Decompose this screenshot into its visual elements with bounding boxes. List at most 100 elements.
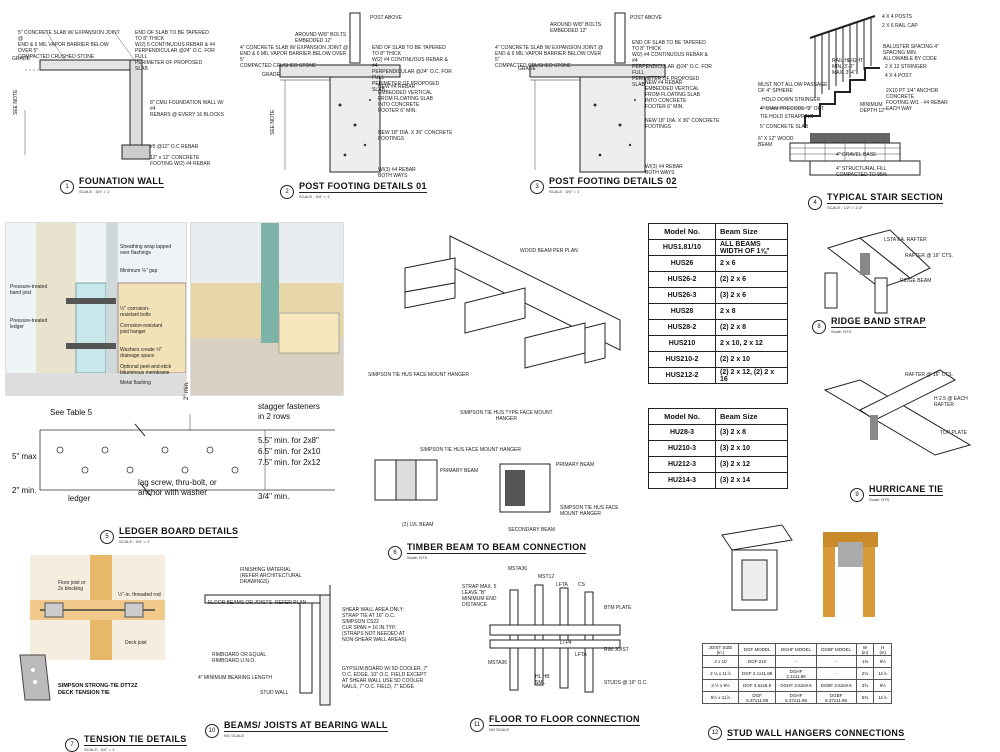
table-header: DGBF MODEL xyxy=(815,643,857,656)
table-cell: 1⅜ xyxy=(855,655,875,668)
table-cell: DGHF 5.37x11.88 xyxy=(775,691,817,704)
detail-scale: Scale: NTS xyxy=(869,497,890,502)
note: 6" X 12" WOOD BEAM xyxy=(758,136,794,148)
note: HL HB SML xyxy=(535,674,550,686)
table-header: JOIST SIZE (in.) xyxy=(702,643,739,656)
note: STUD WALL xyxy=(260,690,289,696)
table-cell: (3) 2 x 8 xyxy=(715,424,788,441)
note: 4" STRUCTURAL FILL COMPACTED TO 95% xyxy=(836,166,888,178)
ledger-photo-illustration xyxy=(190,222,344,396)
table-cell: (3) 2 x 14 xyxy=(715,472,788,489)
detail-title: FLOOR TO FLOOR CONNECTION xyxy=(489,714,640,726)
table-cell: 3⅝ xyxy=(855,679,875,692)
note: BTM PLATE xyxy=(604,605,632,611)
table-cell: HU210-3 xyxy=(648,440,716,457)
table-cell: 9½ xyxy=(873,655,892,668)
note: TOP PLATE xyxy=(940,430,967,436)
detail-title-block: 12 STUD WALL HANGERS CONNECTIONS xyxy=(708,726,905,740)
note: 2" min. xyxy=(184,381,190,400)
note: RIMBOARD OR EQUAL RIMBOARD U.N.O. xyxy=(212,652,267,664)
table-header: W (in) xyxy=(855,643,875,656)
table-cell: 5⅜ xyxy=(855,691,875,704)
note: NEW 18" DIA. X 36" CONCRETE FOOTINGS xyxy=(378,130,453,142)
note: SIMPSON TIE HUS FACE MOUNT HANGER xyxy=(368,372,469,378)
table-cell: 2 x 8 xyxy=(715,303,788,320)
table-row: HUS28-2(2) 2 x 8 xyxy=(648,319,788,336)
note: LSTA EA. RAFTER xyxy=(884,237,927,243)
note: PRIMARY BEAM xyxy=(556,462,595,468)
table-cell: (3) 2 x 6 xyxy=(715,287,788,304)
note: SECONDARY BEAM xyxy=(508,527,556,533)
detail-number: 4 xyxy=(808,196,822,210)
table-cell: 2 x 10 xyxy=(702,655,739,668)
table-cell: 3 ½ x 9½ xyxy=(702,679,739,692)
note: Floor joist or 2x blocking xyxy=(58,580,86,592)
note: SEE NOTE xyxy=(13,89,19,115)
table-row: HUS26-2(2) 2 x 6 xyxy=(648,271,788,288)
note: 4" CONCRETE SLAB W/ EXPANSION JOINT @ EN… xyxy=(240,45,349,69)
note: END OF SLAB TO BE TAPERED TO 8" THICK W/… xyxy=(135,30,216,72)
table-cell: DGBF 3.62x9.5 xyxy=(815,679,857,692)
note: BALUSTER SPACING 4" SPACING MIN. ALLOWAB… xyxy=(883,44,939,62)
stud-hanger-photo xyxy=(823,532,878,617)
note: 4 X 4 POST xyxy=(885,73,912,79)
table-cell: DGBF 5.37x11.88 xyxy=(815,691,857,704)
table-row: HUS26-3(3) 2 x 6 xyxy=(648,287,788,304)
timber-beam-drawing xyxy=(374,235,621,513)
note: 4" GRAVEL BASE xyxy=(836,152,877,158)
note: STUDS @ 16" O.C. xyxy=(604,680,648,686)
table-cell: HU214-3 xyxy=(648,472,716,489)
note: 3/4" min. xyxy=(258,492,290,501)
detail-number: 9 xyxy=(850,488,864,502)
note: 5" max xyxy=(12,452,37,461)
detail-scale: Scale: NTS xyxy=(831,329,852,334)
table-header: Model No. xyxy=(648,223,716,240)
detail-title-block: 9 HURRICANE TIE Scale: NTS xyxy=(850,484,944,502)
note: END OF SLAB TO BE TAPERED TO 8" THICK W/… xyxy=(632,40,712,88)
table-header: Beam Size xyxy=(715,408,788,425)
note: Sheathing wrap lapped over flashings xyxy=(120,244,172,256)
table-cell: 9½ xyxy=(873,679,892,692)
table-row: HUS210-2(2) 2 x 10 xyxy=(648,351,788,368)
note: MST12 xyxy=(538,574,555,580)
note: PRIMARY BEAM xyxy=(440,468,479,474)
stair-section-drawing xyxy=(760,15,921,176)
detail-number: 5 xyxy=(100,530,114,544)
table-cell: HUS1.81/10 xyxy=(648,239,716,256)
detail-title-block: 10 BEAMS/ JOISTS AT BEARING WALL NO SCAL… xyxy=(205,720,388,738)
hu-hanger-table: Model No. Beam Size HU28-3(3) 2 x 8 HU21… xyxy=(648,408,788,489)
detail-number: 12 xyxy=(708,726,722,740)
note: Minimum ⅛" gap xyxy=(120,268,158,274)
note: (2) LVL BEAM xyxy=(402,522,434,528)
note: 4" MINIMUM BEARING LENGTH xyxy=(198,675,273,681)
table-cell: DGF 3.62x9.5 xyxy=(737,679,777,692)
note: 4" CONCRETE SLAB W/ EXPANSION JOINT @ EN… xyxy=(495,45,604,69)
detail-number: 11 xyxy=(470,718,484,732)
detail-scale: NO SCALE xyxy=(489,727,510,732)
note: MSTA36 xyxy=(508,566,528,572)
note: GYPSUM BOARD W/ 5D COOLER, 7" O.C. EDGE,… xyxy=(342,666,428,690)
detail-title: LEDGER BOARD DETAILS xyxy=(119,526,239,538)
detail-title-block: 3 POST FOOTING DETAILS 02 SCALE : 3/4" =… xyxy=(530,176,677,194)
detail-title: POST FOOTING DETAILS 01 xyxy=(299,181,427,193)
detail-title: TYPICAL STAIR SECTION xyxy=(827,192,943,204)
note: TIE HOLD STRAPPING xyxy=(760,114,814,120)
note: FINISHING MATERIAL (REFER ARCHITECTURAL … xyxy=(240,567,302,585)
table-cell: HUS210-2 xyxy=(648,351,716,368)
note: 5" CONCRETE SLAB xyxy=(760,124,809,130)
detail-number: 3 xyxy=(530,180,544,194)
note: GRADE xyxy=(12,56,30,62)
detail-title-block: 6 TIMBER BEAM TO BEAM CONNECTION Scale: … xyxy=(388,542,587,560)
note: 2" min. xyxy=(12,486,37,495)
table-row: HU214-3(3) 2 x 14 xyxy=(648,472,788,489)
detail-title: TIMBER BEAM TO BEAM CONNECTION xyxy=(407,542,587,554)
note: AROUND W/8" BOLTS EMBEDDED 12" xyxy=(550,22,602,34)
table-cell: (3) 2 x 12 xyxy=(715,456,788,473)
note: Corrosion-resistant joist hanger xyxy=(120,323,163,335)
note: See Table 5 xyxy=(50,408,93,417)
detail-number: 8 xyxy=(812,320,826,334)
detail-title: BEAMS/ JOISTS AT BEARING WALL xyxy=(224,720,388,732)
